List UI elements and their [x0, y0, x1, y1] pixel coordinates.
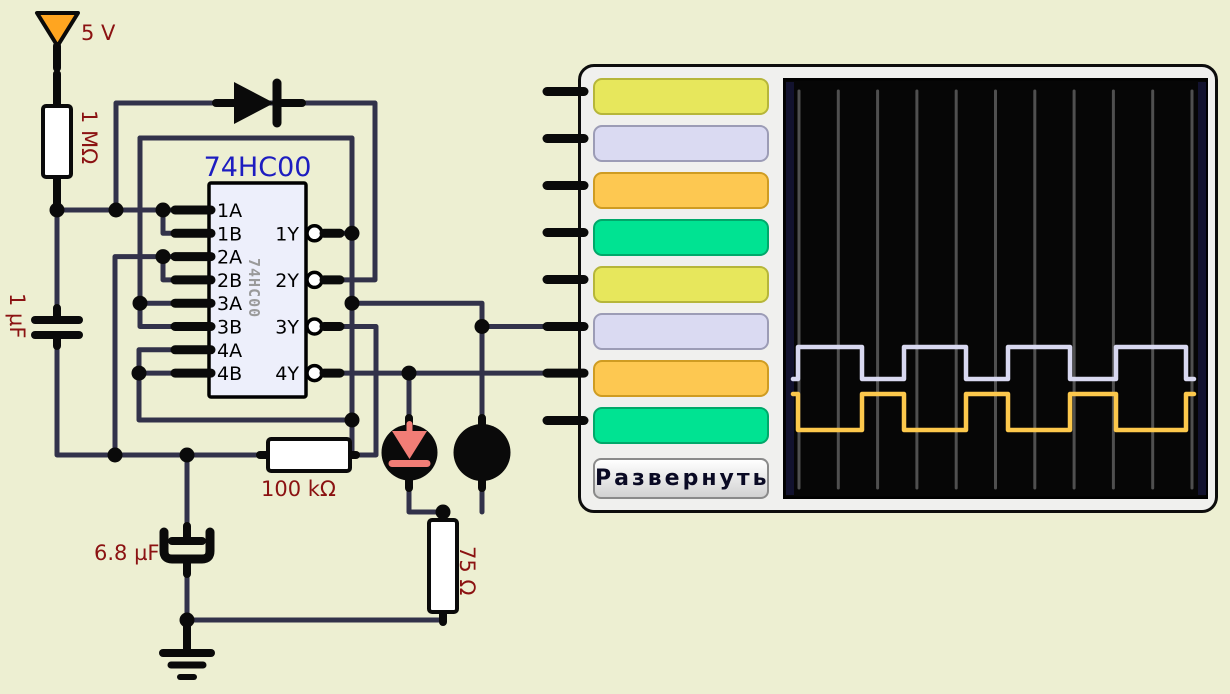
resistor-100k-label: 100 kΩ — [261, 477, 336, 501]
pin-label-2b: 2B — [217, 270, 242, 292]
diode[interactable] — [212, 78, 306, 128]
pin-label-3y: 3Y — [275, 317, 299, 339]
channel-button-8[interactable] — [593, 407, 769, 444]
waveform-channel-7 — [790, 391, 1197, 433]
pin-label-3b: 3B — [217, 317, 242, 339]
capacitor-1uf-label: 1 µF — [5, 293, 29, 338]
scope-screen — [783, 78, 1208, 499]
capacitor-1uf[interactable]: 1 µF — [5, 293, 83, 350]
channel-button-3[interactable] — [593, 172, 769, 209]
resistor-100k[interactable]: 100 kΩ — [256, 437, 360, 501]
pin-label-4y: 4Y — [275, 363, 299, 385]
pin-label-2a: 2A — [217, 247, 242, 269]
channel-button-6[interactable] — [593, 313, 769, 350]
oscilloscope-panel: Развернуть — [578, 64, 1218, 513]
channel-button-2[interactable] — [593, 125, 769, 162]
resistor-75[interactable]: 75 Ω — [427, 506, 479, 626]
power-source-icon — [35, 11, 80, 48]
ic-74hc00[interactable]: 74HC00 74HC00 1A 1B 2A 2B 3A 3B 4A 4B 1Y… — [170, 152, 345, 399]
resistor-1m[interactable]: 1 MΩ — [41, 104, 101, 210]
speaker-body — [453, 424, 511, 481]
pin-label-4a: 4A — [217, 340, 242, 362]
led-body — [381, 424, 438, 481]
pin-label-4b: 4B — [217, 363, 242, 385]
channel-button-4[interactable] — [593, 219, 769, 256]
pin-label-1b: 1B — [217, 223, 242, 245]
resistor-75-label: 75 Ω — [455, 546, 479, 595]
channel-button-7[interactable] — [593, 360, 769, 397]
ic-title: 74HC00 — [204, 152, 312, 183]
power-source-5v[interactable]: 5 V — [35, 11, 116, 108]
led-symbol-icon — [392, 431, 427, 459]
channel-button-1[interactable] — [593, 78, 769, 115]
pin-label-3a: 3A — [217, 293, 242, 315]
waveform-channel-6 — [790, 344, 1197, 382]
capacitor-6-8uf-label: 6.8 µF — [94, 541, 160, 565]
resistor-1m-label: 1 MΩ — [77, 110, 101, 164]
capacitor-6-8uf[interactable]: 6.8 µF — [94, 522, 215, 578]
scope-screen-right-bezel — [1198, 82, 1206, 495]
led[interactable] — [381, 414, 438, 492]
ic-body-label: 74HC00 — [245, 258, 263, 318]
pin-label-2y: 2Y — [275, 270, 299, 292]
wires — [49, 100, 587, 651]
speaker[interactable] — [453, 414, 511, 492]
ground[interactable] — [159, 618, 215, 680]
pin-label-1a: 1A — [217, 200, 242, 222]
scope-screen-left-bezel — [786, 82, 794, 495]
power-label: 5 V — [81, 21, 116, 45]
expand-button[interactable]: Развернуть — [593, 458, 769, 499]
pin-label-1y: 1Y — [275, 223, 299, 245]
channel-button-5[interactable] — [593, 266, 769, 303]
diode-icon — [234, 82, 274, 124]
